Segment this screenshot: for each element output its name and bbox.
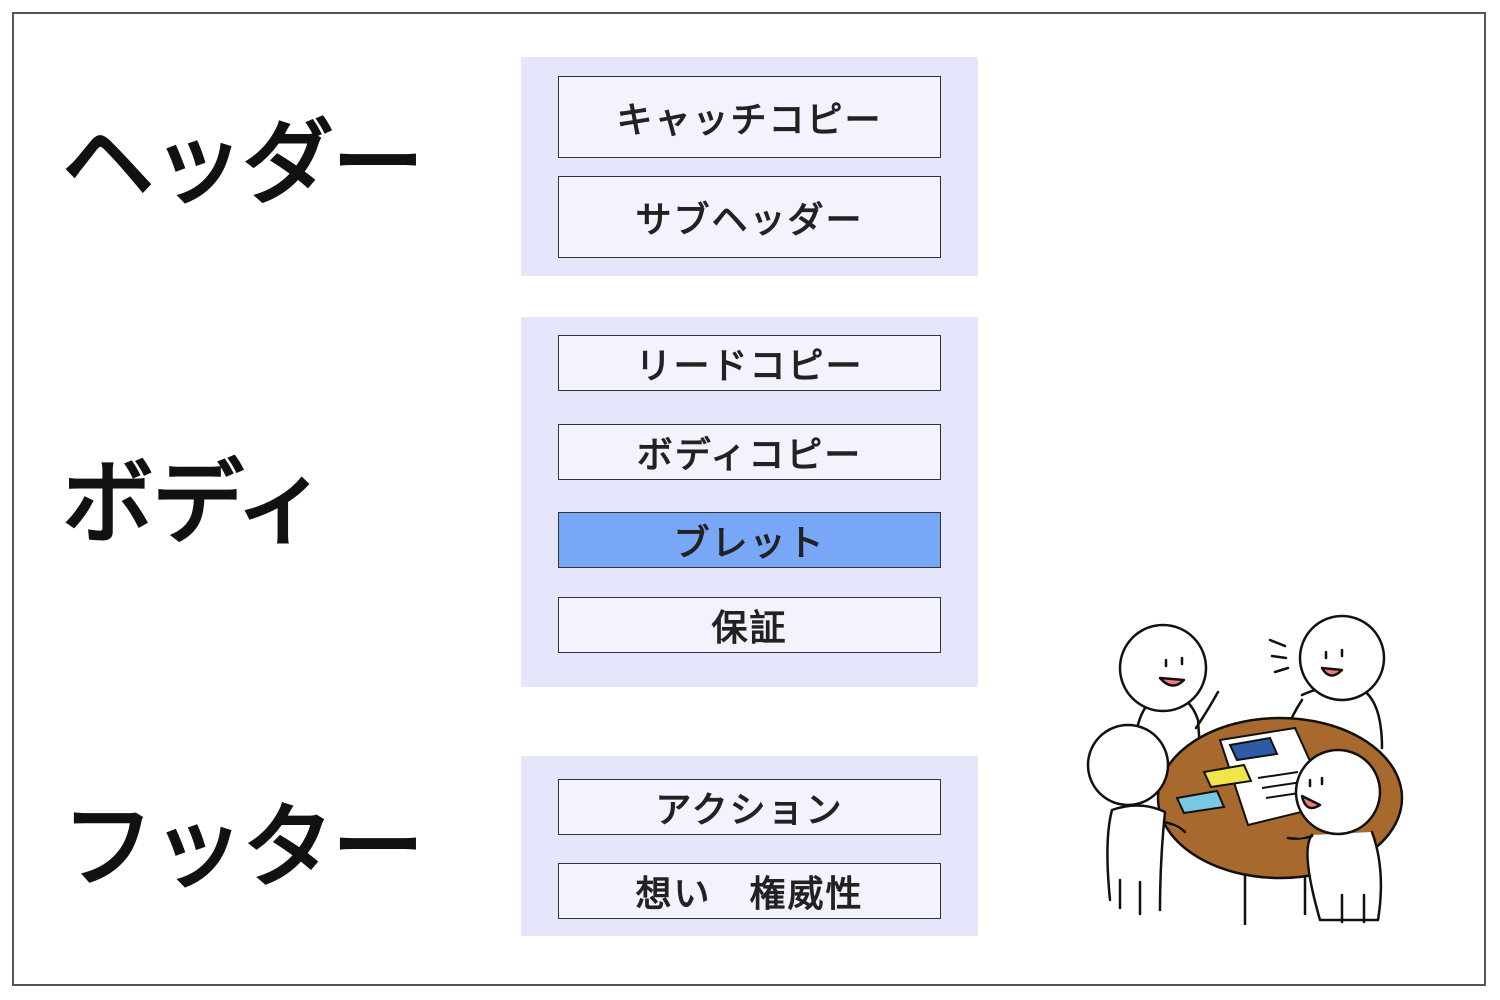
item-bullet: ブレット — [558, 512, 941, 568]
footer-group: アクション 想い 権威性 — [521, 756, 978, 936]
section-label-body: ボディ — [62, 450, 328, 557]
item-body-copy: ボディコピー — [558, 424, 941, 480]
item-sub-header: サブヘッダー — [558, 176, 941, 258]
body-group: リードコピー ボディコピー ブレット 保証 — [521, 317, 978, 687]
item-lead-copy: リードコピー — [558, 335, 941, 391]
meeting-people-icon — [1086, 614, 1404, 925]
section-label-header: ヘッダー — [62, 110, 424, 217]
item-thoughts-authority: 想い 権威性 — [558, 863, 941, 919]
item-catch-copy: キャッチコピー — [558, 76, 941, 158]
header-group: キャッチコピー サブヘッダー — [521, 57, 978, 276]
section-label-footer: フッター — [62, 794, 424, 901]
item-action: アクション — [558, 779, 941, 835]
item-guarantee: 保証 — [558, 597, 941, 653]
